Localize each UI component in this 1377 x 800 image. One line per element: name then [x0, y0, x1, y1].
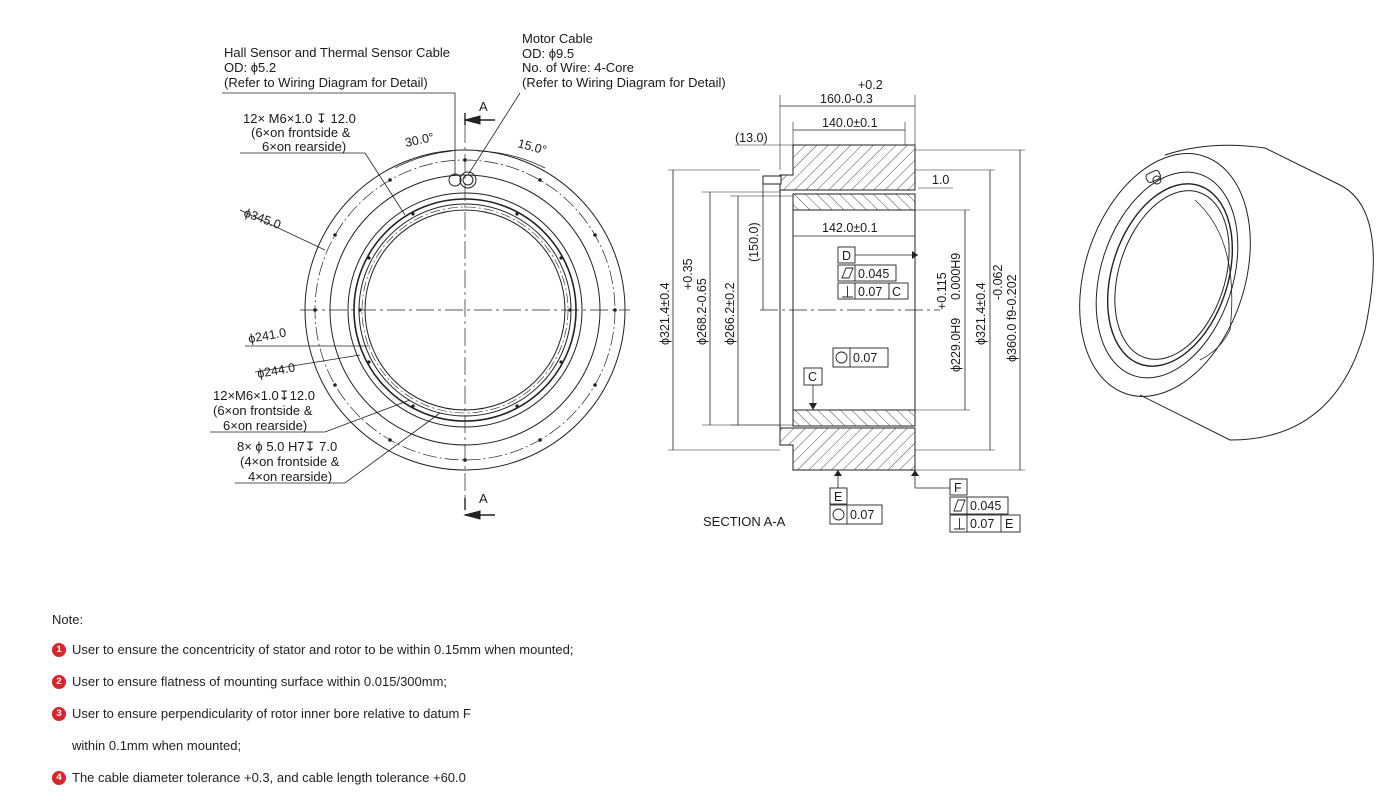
dim-360: ϕ360.0 f9-0.202 [1005, 274, 1019, 362]
iso-cable [1145, 169, 1162, 185]
fcf-flat-1: 0.045 [858, 267, 889, 281]
section-top-magnet [792, 193, 916, 211]
datum-d: D [842, 249, 851, 263]
section-bottom-body [779, 427, 916, 471]
note-text: within 0.1mm when mounted; [72, 738, 242, 753]
iso-front-face [1079, 153, 1251, 397]
angle-15-label: 15.0° [516, 136, 548, 157]
note-text: User to ensure flatness of mounting surf… [72, 674, 448, 689]
dim-321-left: ϕ321.4±0.4 [658, 282, 672, 345]
note-number-badge: 3 [52, 706, 66, 721]
note-text: User to ensure the concentricity of stat… [72, 642, 574, 657]
datum-f: F [954, 481, 962, 495]
bolt-holes [313, 158, 617, 462]
dim-total-width-tol: +0.2 [858, 78, 883, 92]
dim-13: (13.0) [735, 131, 768, 145]
fcf-perp-1-ref: C [892, 285, 901, 299]
dim-321-right: ϕ321.4±0.4 [974, 282, 988, 345]
note-item: 3 User to ensure perpendicularity of rot… [52, 704, 952, 723]
note-number-badge: 1 [52, 642, 66, 657]
angle-arc-15 [477, 150, 546, 169]
front-view [210, 92, 630, 520]
angle-30-label: 30.0° [404, 130, 436, 150]
dim-total-width: 160.0-0.3 [820, 92, 873, 106]
fcf-perp-1: 0.07 [858, 285, 882, 299]
motor-cable-line3: No. of Wire: 4-Core [522, 60, 634, 75]
section-mark-bottom: A [479, 491, 488, 506]
leader-pins [235, 412, 441, 484]
leader-hall [222, 92, 456, 175]
iso-bore [1114, 190, 1230, 360]
dia-241-label: ϕ241.0 [247, 326, 287, 346]
fcf-perp-2: 0.07 [970, 517, 994, 531]
section-mark-top: A [479, 99, 488, 114]
datum-e: E [834, 490, 842, 504]
iso-magnet-ring [1106, 183, 1234, 367]
note-item-continued: within 0.1mm when mounted; [52, 736, 952, 755]
pins-line1: 8× ϕ 5.0 H7↧ 7.0 [237, 439, 337, 454]
cable-stub [762, 175, 782, 185]
notes-section: Note: 1 User to ensure the concentricity… [52, 612, 952, 800]
technical-drawing: Hall Sensor and Thermal Sensor Cable OD:… [210, 31, 1374, 533]
iso-bore-depth [1194, 199, 1233, 361]
note-text: The cable diameter tolerance +0.3, and c… [72, 770, 466, 785]
notes-title: Note: [52, 612, 84, 627]
thread-top-line2: (6×on frontside & [251, 125, 351, 140]
fcf-labels: D 0.045 0.07 C 0.07 C E 0.07 F 0.045 0.0… [808, 249, 1013, 531]
thread-top-line1: 12× M6×1.0 ↧ 12.0 [243, 111, 356, 126]
dim-229-tol2: 0.000H9 [949, 253, 963, 300]
pins-line2: (4×on frontside & [240, 454, 340, 469]
leader-dia345 [239, 209, 326, 251]
leader-thread-bottom [210, 399, 411, 433]
hall-cable-line1: Hall Sensor and Thermal Sensor Cable [224, 45, 450, 60]
dim-1: 1.0 [932, 173, 949, 187]
dim-142: 142.0±0.1 [822, 221, 878, 235]
section-top-body [779, 144, 916, 191]
dim-360-tol: -0.062 [991, 265, 1005, 300]
note-item: 2 User to ensure flatness of mounting su… [52, 672, 952, 691]
motor-cable-line4: (Refer to Wiring Diagram for Detail) [522, 75, 726, 90]
iso-front-ring [1095, 171, 1239, 379]
note-item: 4 The cable diameter tolerance +0.3, and… [52, 768, 952, 787]
leader-dia244 [254, 354, 361, 373]
isometric-view [1079, 144, 1374, 441]
section-title: SECTION A-A [703, 514, 786, 529]
thread-bottom-line3: 6×on rearside) [223, 418, 307, 433]
dia-345-label: ϕ345.0 [242, 206, 283, 232]
front-view-labels: Hall Sensor and Thermal Sensor Cable OD:… [213, 31, 726, 506]
note-number-badge: 2 [52, 674, 66, 689]
dim-268: ϕ268.2-0.65 [695, 278, 709, 345]
dia-244-label: ϕ244.0 [256, 361, 296, 381]
datum-c: C [808, 370, 817, 384]
motor-cable-port [459, 171, 477, 189]
dim-266: ϕ266.2±0.2 [723, 282, 737, 345]
section-labels: +0.2 160.0-0.3 140.0±0.1 (13.0) 1.0 142.… [658, 78, 1019, 529]
leader-thread-top [240, 152, 406, 216]
dim-150: (150.0) [747, 222, 761, 262]
hall-cable-line3: (Refer to Wiring Diagram for Detail) [224, 75, 428, 90]
angle-arc-30 [394, 150, 453, 169]
dim-140: 140.0±0.1 [822, 116, 878, 130]
leader-motor [467, 92, 521, 176]
pins-line3: 4×on rearside) [248, 469, 332, 484]
thread-bottom-line2: (6×on frontside & [213, 403, 313, 418]
note-item: 1 User to ensure the concentricity of st… [52, 640, 952, 659]
dim-229: ϕ229.0H9 [949, 318, 963, 372]
thread-top-line3: 6×on rearside) [262, 139, 346, 154]
fcf-conc-1: 0.07 [853, 351, 877, 365]
fcf-conc-2: 0.07 [850, 508, 874, 522]
motor-cable-line1: Motor Cable [522, 31, 593, 46]
dim-268-tol: +0.35 [681, 258, 695, 290]
iso-body-top [1139, 144, 1374, 441]
fcf-perp-2-ref: E [1005, 517, 1013, 531]
dim-229-tol: +0.115 [935, 272, 949, 310]
note-number-badge: 4 [52, 770, 66, 785]
thread-bottom-line1: 12×M6×1.0↧12.0 [213, 388, 315, 403]
hall-cable-line2: OD: ϕ5.2 [224, 60, 276, 75]
note-text: User to ensure perpendicularity of rotor… [72, 706, 471, 721]
section-bottom-magnet [792, 409, 916, 427]
fcf-group [803, 246, 1021, 533]
fcf-flat-2: 0.045 [970, 499, 1001, 513]
motor-cable-line2: OD: ϕ9.5 [522, 46, 574, 61]
